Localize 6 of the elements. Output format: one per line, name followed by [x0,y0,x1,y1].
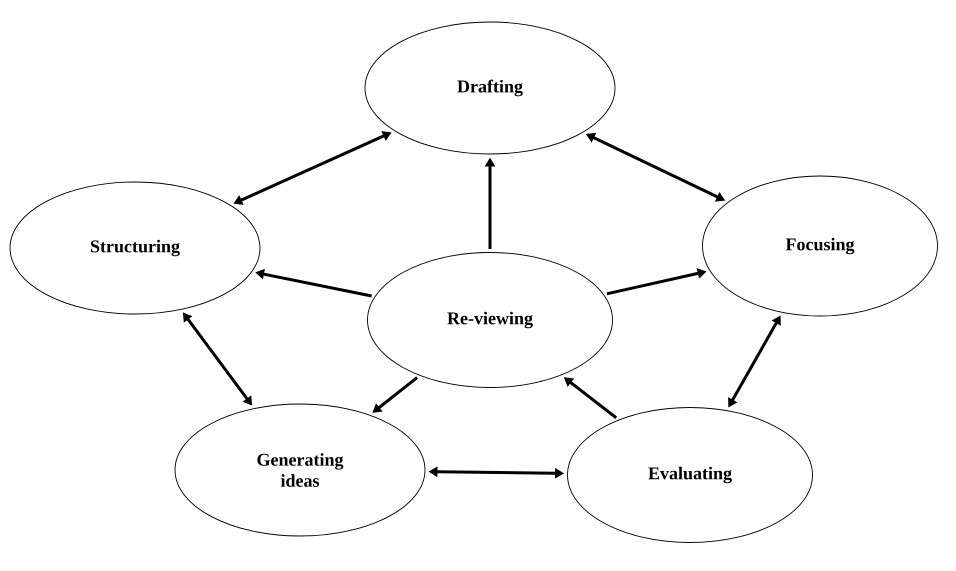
ellipse-node: Generating ideas [174,404,426,536]
ellipse-node: Focusing [702,176,938,316]
ellipse-node: Re-viewing [367,252,613,388]
ellipse-node: Structuring [10,182,260,314]
ellipse-node: Drafting [364,22,616,154]
ellipse-node: Evaluating [567,407,813,543]
